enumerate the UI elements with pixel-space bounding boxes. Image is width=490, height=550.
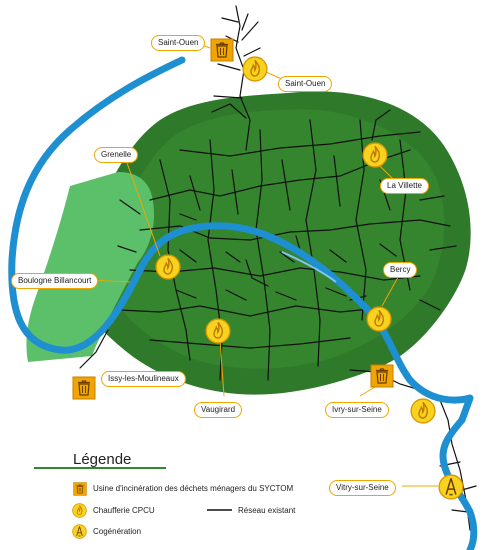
chaufferie-ivry-icon <box>410 398 436 424</box>
legend-usine-label: Usine d'incinération des déchets ménager… <box>93 484 294 493</box>
chaufferie-grenelle-icon <box>155 254 181 280</box>
cogeneration-vitry-icon <box>438 474 464 500</box>
label-saint-ouen-usine: Saint-Ouen <box>151 35 206 51</box>
legend-cogeneration-label: Cogénération <box>93 527 142 536</box>
legend-chaufferie-icon <box>72 503 87 518</box>
label-grenelle: Grenelle <box>94 147 139 163</box>
chaufferie-la-villette-icon <box>362 142 388 168</box>
legend-divider <box>34 467 166 469</box>
legend-reseau-label: Réseau existant <box>238 506 296 515</box>
label-boulogne: Boulogne Billancourt <box>11 273 99 289</box>
chaufferie-bercy-icon <box>366 306 392 332</box>
legend-chaufferie-label: Chaufferie CPCU <box>93 506 155 515</box>
legend-cogeneration-icon <box>72 524 87 539</box>
usine-issy-icon <box>72 376 96 400</box>
label-vitry: Vitry-sur-Seine <box>329 480 396 496</box>
usine-ivry-icon <box>370 364 394 388</box>
chaufferie-saint-ouen-icon <box>242 56 268 82</box>
label-la-villette: La Villette <box>380 178 429 194</box>
label-ivry: Ivry-sur-Seine <box>325 402 389 418</box>
bois-de-boulogne <box>26 172 155 362</box>
label-saint-ouen-chaufferie: Saint-Ouen <box>278 76 333 92</box>
label-bercy: Bercy <box>383 262 418 278</box>
chaufferie-vaugirard-icon <box>205 318 231 344</box>
label-issy: Issy-les-Moulineaux <box>101 371 186 387</box>
label-vaugirard: Vaugirard <box>194 402 243 418</box>
legend-title: Légende <box>73 451 132 468</box>
legend-usine-icon <box>73 482 87 496</box>
usine-saint-ouen-icon <box>210 38 234 62</box>
